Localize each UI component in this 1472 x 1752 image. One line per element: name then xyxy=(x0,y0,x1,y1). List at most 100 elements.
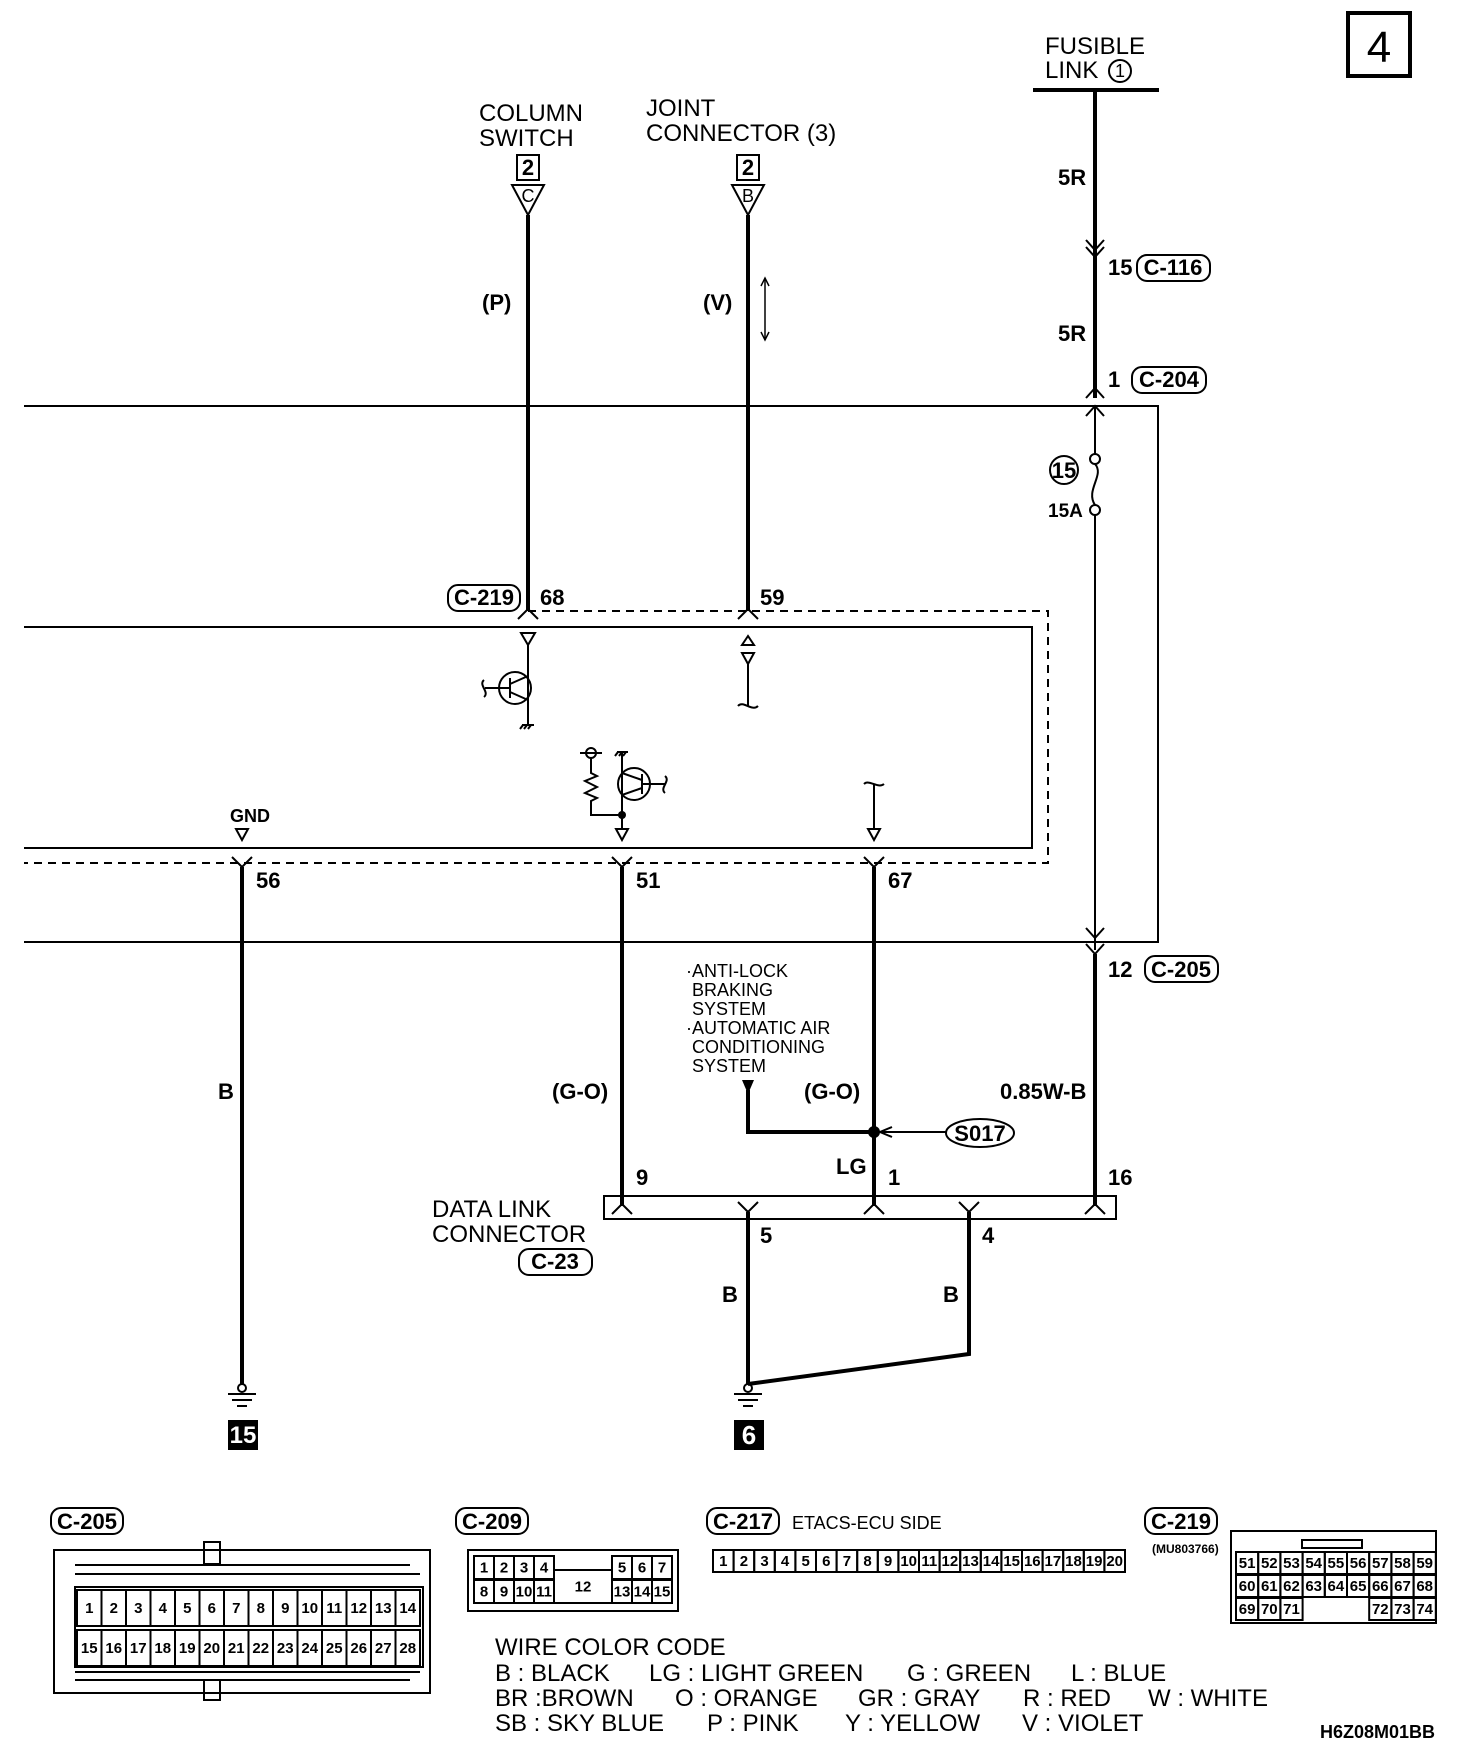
etacs-ecu-dashed-outline xyxy=(24,610,1049,864)
color-code-entry: W : WHITE xyxy=(1148,1685,1268,1712)
pin-number: 1 xyxy=(719,1553,727,1570)
transistor-emitter xyxy=(621,772,643,781)
pin-68: 68 xyxy=(540,585,564,610)
connector-chevron xyxy=(1085,239,1105,252)
pin-number: 5 xyxy=(802,1553,810,1570)
fusible-link-number: 1 xyxy=(1115,61,1125,81)
connector-chevron xyxy=(737,607,759,620)
ground-icon xyxy=(519,724,534,730)
data-link-connector-body xyxy=(603,1195,1117,1220)
pin-number: 11 xyxy=(326,1600,342,1617)
ground-15-label: 15 xyxy=(230,1422,257,1449)
pin-number: 14 xyxy=(634,1584,651,1601)
pin-number: 4 xyxy=(781,1553,790,1570)
ground-6-label: 6 xyxy=(742,1420,756,1450)
wire-label-b: B xyxy=(218,1079,234,1104)
pin-number: 24 xyxy=(301,1640,318,1657)
output-terminal-icon xyxy=(614,828,630,843)
pin-number: 18 xyxy=(154,1640,171,1657)
transistor-collector xyxy=(509,675,529,685)
c219-view-badge xyxy=(1144,1507,1218,1535)
c204-badge xyxy=(1131,366,1207,394)
pin-number: 71 xyxy=(1283,1601,1300,1618)
arrow-head-icon xyxy=(760,331,770,342)
wire-label-b-4: B xyxy=(943,1282,959,1307)
page-number-box xyxy=(1346,11,1412,78)
column-switch-ref-box xyxy=(516,154,540,181)
junction-block-outline xyxy=(24,405,1159,943)
color-code-entry: LG : LIGHT GREEN xyxy=(649,1660,863,1687)
c23-badge xyxy=(518,1248,593,1276)
c205-label: C-205 xyxy=(1151,957,1211,982)
pin-number: 10 xyxy=(900,1553,917,1570)
c209-view-label: C-209 xyxy=(462,1509,522,1534)
column-switch-pin: C xyxy=(522,186,535,206)
pin-number: 28 xyxy=(399,1640,416,1657)
pin-cell xyxy=(553,1569,613,1604)
note-line: ·AUTOMATIC AIR xyxy=(686,1018,830,1038)
color-code-entry: L : BLUE xyxy=(1071,1660,1166,1687)
color-code-entry: Y : YELLOW xyxy=(845,1710,981,1737)
page-number: 4 xyxy=(1367,23,1391,72)
wire-label-5r: 5R xyxy=(1058,165,1086,190)
c205-latch xyxy=(203,1679,221,1701)
splice-dot xyxy=(868,1126,880,1138)
joint-connector-ref-box xyxy=(736,154,760,181)
pin-number: 66 xyxy=(1372,1578,1389,1595)
c205-view-label: C-205 xyxy=(57,1509,117,1534)
splice-label: S017 xyxy=(954,1121,1005,1146)
connector-chevron xyxy=(1084,1202,1106,1215)
pin-number: 60 xyxy=(1239,1578,1256,1595)
input-terminal-icon xyxy=(740,652,756,667)
fuse-number-circle xyxy=(1049,455,1079,485)
color-code-entry: R : RED xyxy=(1023,1685,1111,1712)
pin-cell xyxy=(394,1589,421,1627)
pin-number: 68 xyxy=(1416,1578,1433,1595)
column-switch-label-2: SWITCH xyxy=(479,125,574,152)
pin-cell xyxy=(1103,1549,1127,1573)
ground-15-badge xyxy=(228,1420,258,1450)
pin-number: 23 xyxy=(277,1640,294,1657)
pin-number: 17 xyxy=(130,1640,147,1657)
pin-number: 69 xyxy=(1239,1601,1256,1618)
pin-number: 70 xyxy=(1261,1601,1278,1618)
input-terminal-icon xyxy=(519,632,537,647)
color-code-entry: V : VIOLET xyxy=(1022,1710,1144,1737)
ground-icon xyxy=(614,751,628,757)
pin-number: 25 xyxy=(326,1640,343,1657)
connector-chevron xyxy=(863,1202,885,1215)
joint-connector-label: JOINT xyxy=(646,95,716,122)
dlc-pin-4: 4 xyxy=(982,1223,995,1248)
pin-number: 59 xyxy=(1416,1555,1433,1572)
output-terminal-icon xyxy=(234,828,250,843)
fusible-link-label-2: LINK xyxy=(1045,57,1098,84)
resistor-icon xyxy=(582,758,622,816)
pin-number: 8 xyxy=(257,1600,265,1617)
pin-number: 12 xyxy=(942,1553,959,1570)
pin-number: 15 xyxy=(81,1640,98,1657)
connector-chevron xyxy=(1085,386,1105,399)
wire-label-lg: LG xyxy=(836,1154,867,1179)
pin-number: 51 xyxy=(1239,1555,1256,1572)
c217-view-badge xyxy=(706,1507,780,1535)
color-code-entry: O : ORANGE xyxy=(675,1685,818,1712)
pin-number: 20 xyxy=(203,1640,220,1657)
pin-number: 53 xyxy=(1283,1555,1300,1572)
c209-view-badge xyxy=(455,1507,529,1535)
pin-number: 9 xyxy=(500,1584,508,1601)
dlc-label: DATA LINK xyxy=(432,1196,551,1223)
pin-number: 67 xyxy=(1394,1578,1411,1595)
pin-number: 52 xyxy=(1261,1555,1278,1572)
transistor-emitter xyxy=(509,691,529,701)
connector-chevron xyxy=(611,1202,633,1215)
pin-number: 10 xyxy=(301,1600,318,1617)
arrow-head-icon xyxy=(877,1126,893,1138)
color-code-entry: BR :BROWN xyxy=(495,1685,634,1712)
pin-number: 27 xyxy=(375,1640,392,1657)
note-line: CONDITIONING xyxy=(692,1037,825,1057)
dlc-pin-1: 1 xyxy=(888,1165,900,1190)
systems-note: ·ANTI-LOCK BRAKING SYSTEM ·AUTOMATIC AIR… xyxy=(686,961,830,1076)
pin-number: 3 xyxy=(760,1553,768,1570)
pin-number: 19 xyxy=(179,1640,196,1657)
